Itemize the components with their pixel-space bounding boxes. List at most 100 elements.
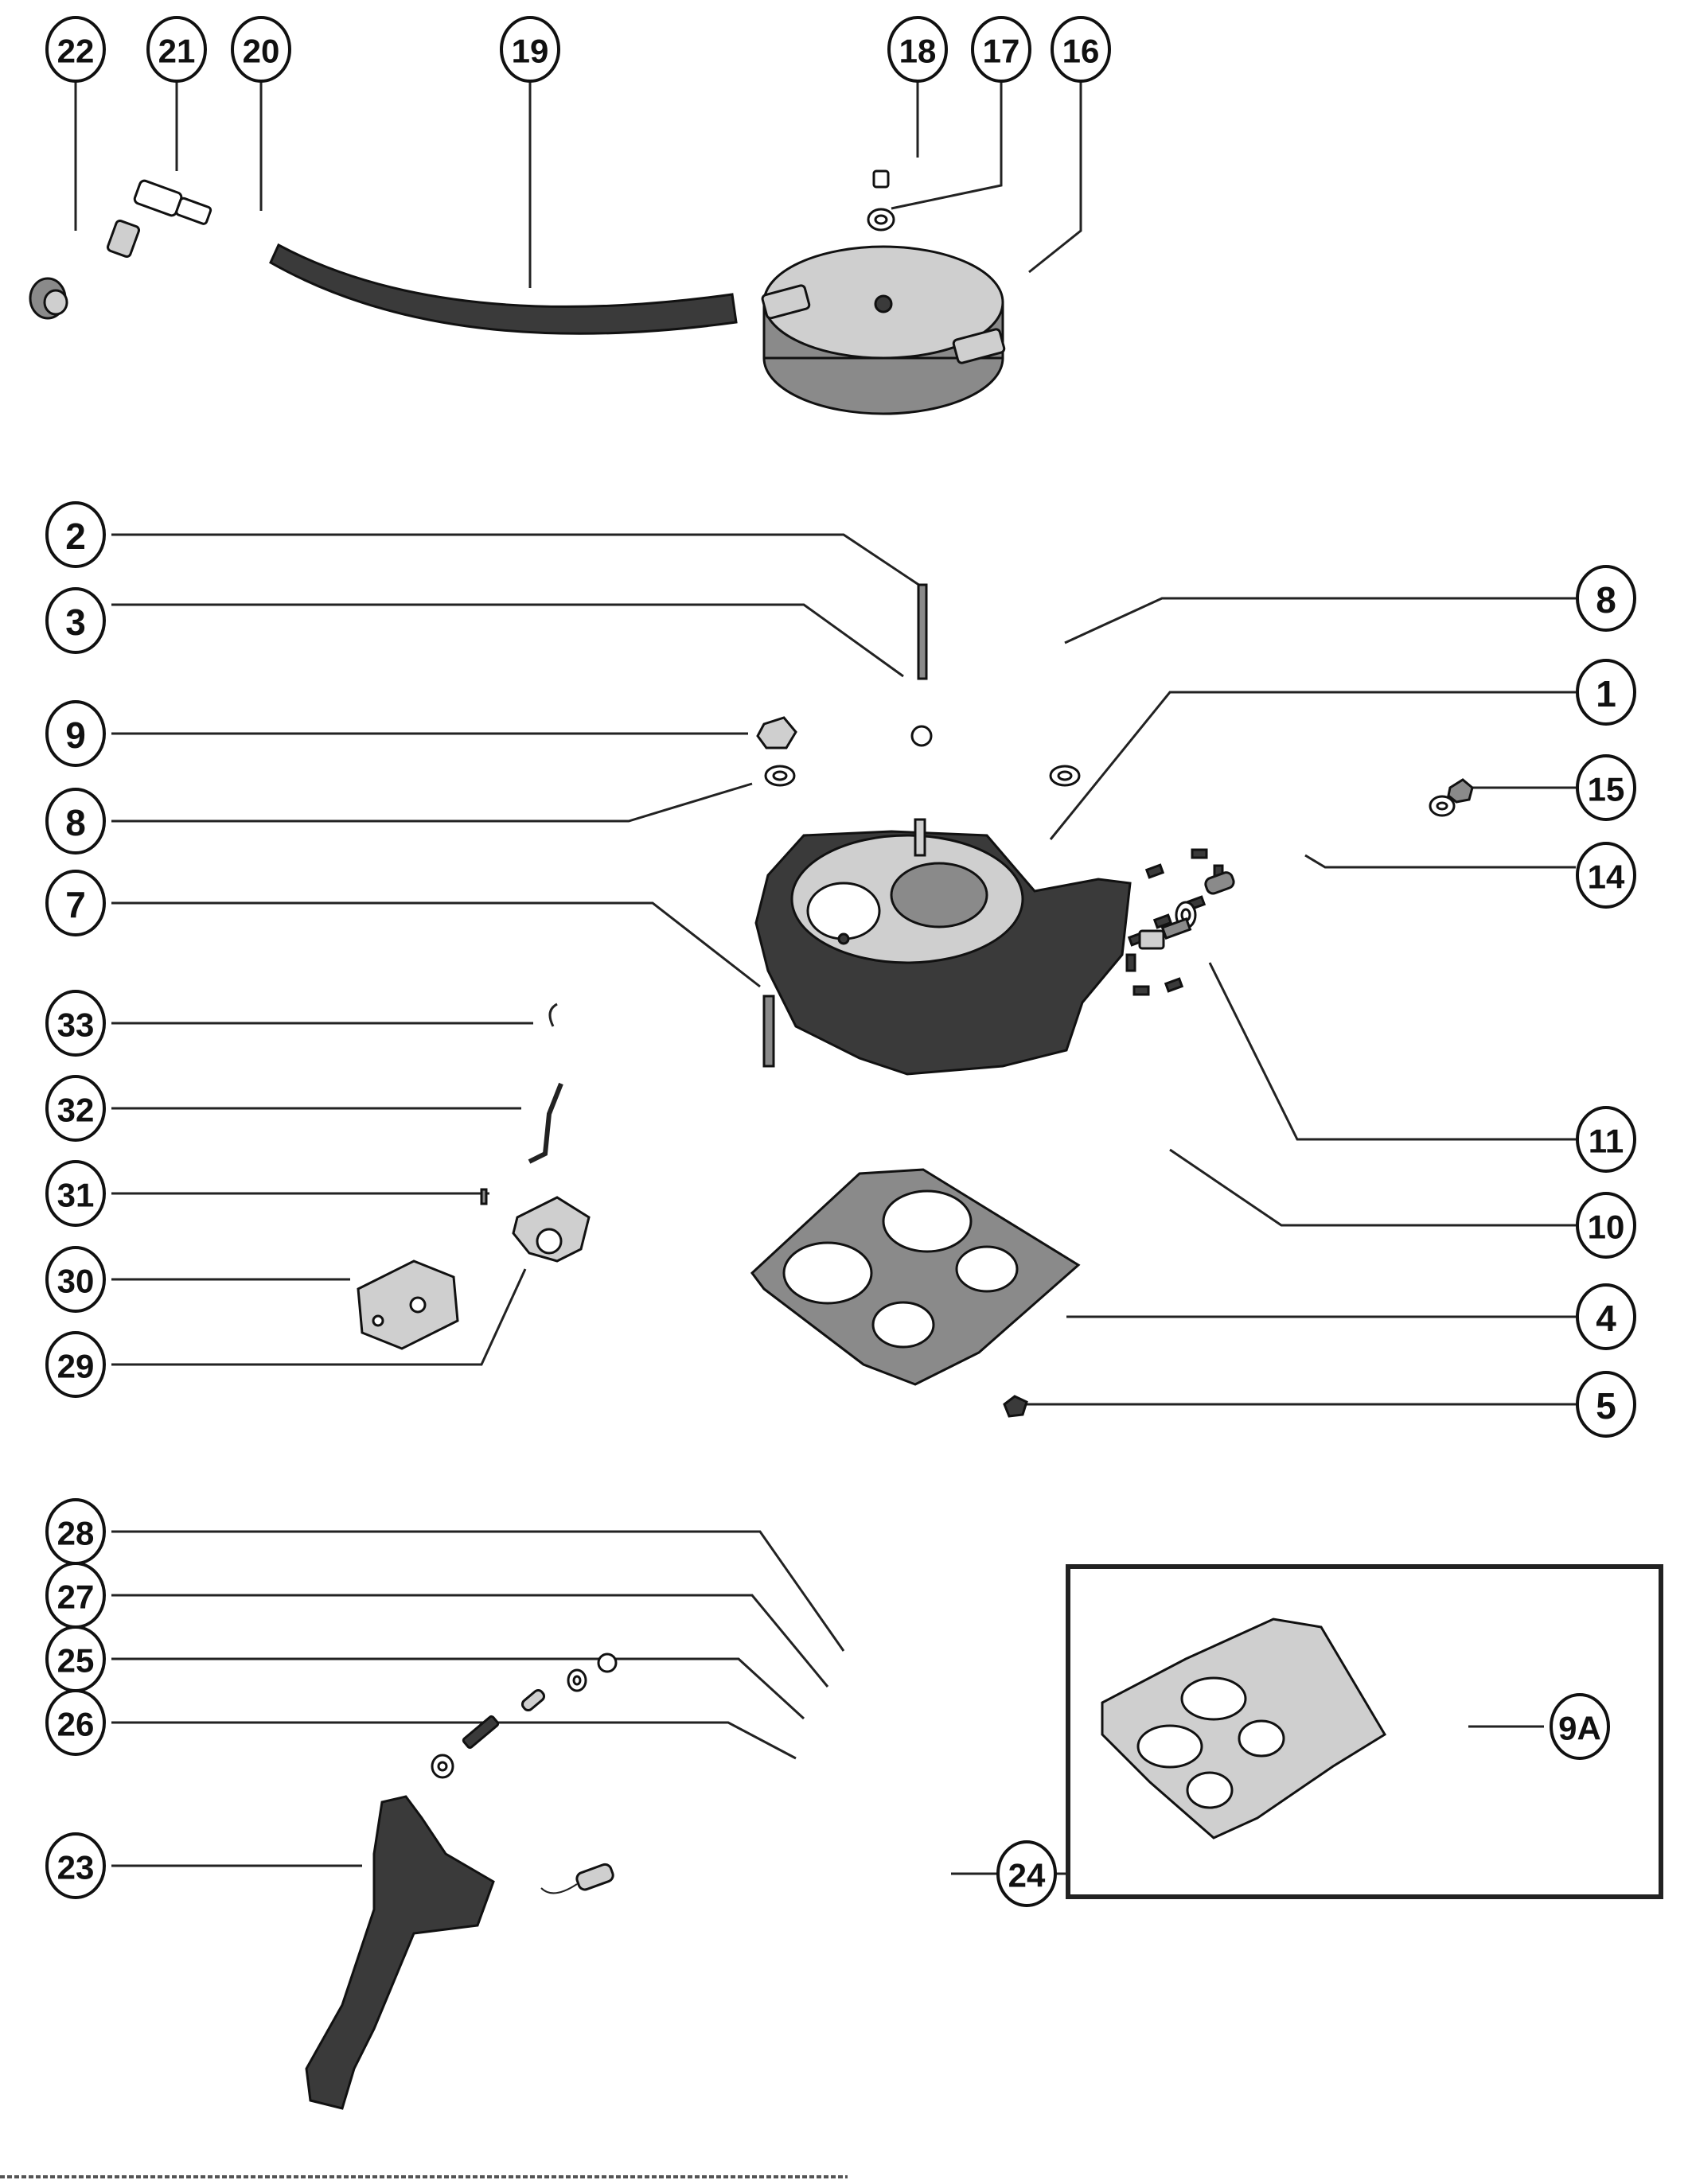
callout-number: 24 [1008, 1857, 1046, 1894]
callout-circle [45, 1160, 106, 1227]
callout-9: 9 [45, 700, 106, 767]
callout-circle [1576, 842, 1636, 909]
callout-number: 28 [57, 1515, 95, 1552]
callout-number: 2 [65, 516, 86, 557]
callout-14: 14 [1576, 842, 1636, 909]
callout-number: 23 [57, 1849, 95, 1886]
callout-circle [1576, 1371, 1636, 1438]
leader-7 [111, 901, 761, 988]
callout-2: 2 [45, 501, 106, 568]
callout-circle [231, 16, 291, 83]
callout-circle [45, 788, 106, 855]
part-2-stud-icon [917, 583, 928, 680]
callout-11: 11 [1576, 1106, 1636, 1173]
callout-15: 15 [1576, 754, 1636, 821]
callout-29: 29 [45, 1331, 106, 1398]
part-15-nut-icon [1447, 778, 1474, 804]
callout-number: 9 [65, 714, 86, 756]
callout-circle [45, 700, 106, 767]
callout-number: 15 [1588, 771, 1625, 808]
callout-19: 19 [500, 16, 560, 83]
callout-circle [45, 587, 106, 654]
part-14-washer-icon [1429, 795, 1456, 817]
callout-10: 10 [1576, 1192, 1636, 1259]
callout-circle [1576, 659, 1636, 726]
callout-number: 19 [512, 33, 549, 70]
callout-7: 7 [45, 870, 106, 936]
part-3-nut-icon [910, 725, 933, 747]
callout-number: 21 [158, 33, 196, 70]
callout-17: 17 [971, 16, 1031, 83]
callout-31: 31 [45, 1160, 106, 1227]
callout-circle [1576, 1283, 1636, 1350]
part-10-inlet-fitting-icon [1138, 917, 1192, 950]
inset-frame [1066, 1564, 1663, 1899]
part-27-spacer-icon [520, 1688, 546, 1712]
callout-number: 4 [1596, 1298, 1616, 1339]
callout-number: 32 [57, 1092, 95, 1129]
leader-lines [74, 82, 1576, 1875]
callout-18: 18 [887, 16, 948, 83]
leader-10 [1169, 1148, 1576, 1227]
callout-circle [971, 16, 1031, 83]
callout-number: 16 [1062, 33, 1100, 70]
callout-number: 14 [1588, 858, 1625, 896]
callout-22: 22 [45, 16, 106, 83]
leader-26 [111, 1721, 797, 1760]
callout-number: 18 [899, 33, 937, 70]
part-24-spring-icon [540, 1863, 614, 1894]
callout-number: 25 [57, 1642, 95, 1680]
callout-number: 22 [57, 33, 95, 70]
part-20-hose-clamp-icon [106, 219, 141, 259]
part-7-stud-icon [762, 995, 775, 1068]
leader-14 [1304, 854, 1576, 869]
callout-circle [887, 16, 948, 83]
callout-32: 32 [45, 1075, 106, 1142]
callout-circle [45, 1832, 106, 1899]
callout-circle [45, 1689, 106, 1756]
callout-circle [1576, 565, 1636, 632]
callout-number: 17 [983, 33, 1020, 70]
part-8-washer-left-icon [764, 765, 796, 787]
leader-16 [1028, 82, 1082, 274]
part-21-hose-fitting-icon [133, 179, 212, 225]
callout-23: 23 [45, 1832, 106, 1899]
part-33-clip-icon [548, 1002, 558, 1027]
callout-20: 20 [231, 16, 291, 83]
callout-circle [45, 1075, 106, 1142]
part-29-choke-assembly-icon [512, 1196, 591, 1263]
leader-8-right [1064, 597, 1576, 644]
part-illustrations [29, 169, 1474, 2110]
callout-number: 3 [65, 601, 86, 643]
part-23-throttle-lever-icon [305, 1795, 495, 2110]
part-9A-spacer-plate-icon [1101, 1618, 1387, 1839]
callout-27: 27 [45, 1562, 106, 1629]
part-27-washer-icon [567, 1668, 587, 1692]
part-18-nut-icon [872, 169, 890, 189]
callout-circle [996, 1840, 1057, 1907]
callout-number: 10 [1588, 1209, 1625, 1246]
callout-number: 11 [1589, 1123, 1624, 1160]
callout-circle [1576, 1106, 1636, 1173]
callout-circle [1576, 1192, 1636, 1259]
callout-circle [146, 16, 207, 83]
callout-16: 16 [1051, 16, 1111, 83]
callout-number: 31 [57, 1177, 95, 1214]
part-16-flame-arrestor-icon [761, 245, 1006, 415]
part-11-fuel-filter-icon [1204, 871, 1235, 895]
callout-4: 4 [1576, 1283, 1636, 1350]
leader-8-left [111, 782, 753, 823]
callout-circle [45, 870, 106, 936]
callout-circle [45, 990, 106, 1057]
callout-24: 24 [996, 1840, 1057, 1907]
part-22-fitting-nut-icon [29, 277, 68, 320]
leader-25 [111, 1657, 805, 1720]
callout-30: 30 [45, 1246, 106, 1313]
part-9-nut-icon [756, 716, 797, 749]
leader-11 [1208, 962, 1576, 1141]
part-28-nut-icon [597, 1653, 618, 1673]
part-26-washer-icon [431, 1754, 454, 1779]
callout-number: 33 [57, 1006, 95, 1044]
